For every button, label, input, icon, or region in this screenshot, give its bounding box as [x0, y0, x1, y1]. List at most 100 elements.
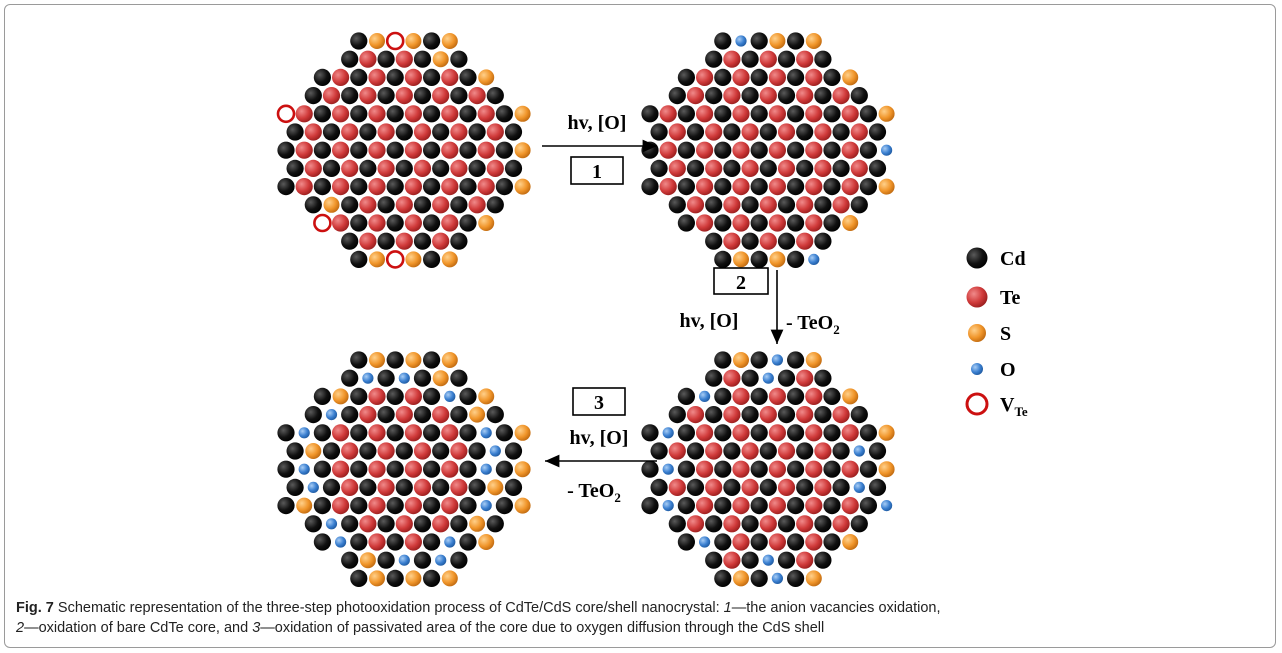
atom-cd [750, 105, 768, 123]
atom-cd [823, 460, 841, 478]
atom-cd [277, 460, 295, 478]
atom-cd [814, 196, 832, 214]
atom-cd [796, 478, 814, 496]
atom-te [696, 178, 714, 196]
atom-te [705, 478, 723, 496]
atom-te [796, 369, 814, 387]
atom-s [769, 33, 786, 49]
atom-cd [313, 141, 331, 159]
atom-cd [386, 214, 404, 232]
atom-te [732, 497, 750, 515]
atom-te [359, 406, 377, 424]
atom-s [478, 388, 495, 405]
atom-cd [859, 178, 878, 196]
atom-cd [486, 406, 504, 424]
atom-cd [832, 442, 850, 460]
atom-cd [787, 105, 805, 123]
atom-cd [705, 232, 723, 250]
atom-o [325, 409, 338, 421]
legend-item-o: O [971, 359, 1016, 381]
atom-cd [641, 424, 659, 442]
atom-cd [668, 196, 686, 214]
atom-te [686, 406, 705, 424]
atom-cd [868, 442, 887, 460]
atom-te [723, 232, 741, 250]
atom-cd [468, 442, 486, 460]
atom-te [768, 141, 787, 159]
atom-cd [750, 424, 768, 442]
atom-te [441, 214, 459, 232]
atom-te [850, 123, 868, 141]
atom-cd [377, 406, 395, 424]
atom-te [768, 105, 787, 123]
atom-o [444, 390, 456, 402]
legend-item-cd: Cd [966, 247, 1026, 270]
atom-s [733, 251, 749, 268]
legend-swatch-vacancy [965, 392, 989, 416]
atom-cd [277, 178, 295, 196]
step-3-number-box [572, 387, 626, 416]
atom-te [341, 442, 359, 460]
atom-cd [423, 32, 441, 50]
atom-cd [423, 424, 441, 442]
atom-te [332, 424, 350, 442]
atom-cd [868, 159, 887, 177]
atom-s [842, 534, 859, 550]
atom-cd [504, 123, 523, 141]
atom-s [432, 370, 449, 387]
atom-cd [341, 50, 359, 68]
atom-cd [350, 141, 368, 159]
atom-cd [286, 159, 304, 177]
atom-cd [750, 497, 768, 515]
caption-text-4: —oxidation of passivated area of the cor… [260, 620, 825, 636]
atom-cd [714, 497, 732, 515]
atom-te [413, 159, 432, 177]
atom-cd [486, 87, 504, 105]
atom-te [759, 406, 777, 424]
vacancy-site [313, 213, 332, 233]
atom-cd [714, 250, 732, 268]
atom-te [796, 551, 814, 569]
atom-cd [714, 105, 732, 123]
caption-step-1: 1 [723, 600, 732, 616]
atom-te [741, 442, 759, 460]
atom-te [332, 141, 350, 159]
atom-te [668, 442, 686, 460]
atom-te [832, 87, 850, 105]
atom-cd [359, 123, 377, 141]
atom-cd [777, 87, 796, 105]
atom-te [841, 178, 859, 196]
atom-te [723, 87, 741, 105]
atom-o [307, 481, 319, 493]
atom-cd [796, 442, 814, 460]
atom-s [405, 352, 422, 368]
atom-cd [677, 178, 696, 196]
atom-cd [377, 515, 395, 533]
atom-cd [686, 159, 705, 177]
atom-cd [459, 141, 477, 159]
atom-cd [286, 442, 304, 460]
atom-cd [814, 406, 832, 424]
atom-cd [432, 478, 450, 496]
atom-o [735, 35, 747, 47]
atom-cd [304, 87, 322, 105]
step-1-arrow-group: hv, [O] 1 [542, 112, 657, 185]
atom-s [323, 196, 340, 213]
atom-te [768, 460, 787, 478]
atom-cd [350, 105, 368, 123]
atom-te [686, 196, 705, 214]
atom-te [395, 50, 413, 68]
atom-cd [677, 424, 696, 442]
atom-cd [759, 159, 777, 177]
atom-te [805, 178, 823, 196]
atom-cd [350, 68, 368, 86]
atom-te [732, 460, 750, 478]
atom-te [723, 406, 741, 424]
atom-cd [787, 32, 805, 50]
atom-o [480, 500, 492, 512]
atom-cd [423, 250, 441, 268]
atom-cd [359, 478, 377, 496]
vacancy-site [385, 250, 405, 269]
legend-item-s: S [968, 323, 1011, 345]
atom-cd [413, 87, 432, 105]
